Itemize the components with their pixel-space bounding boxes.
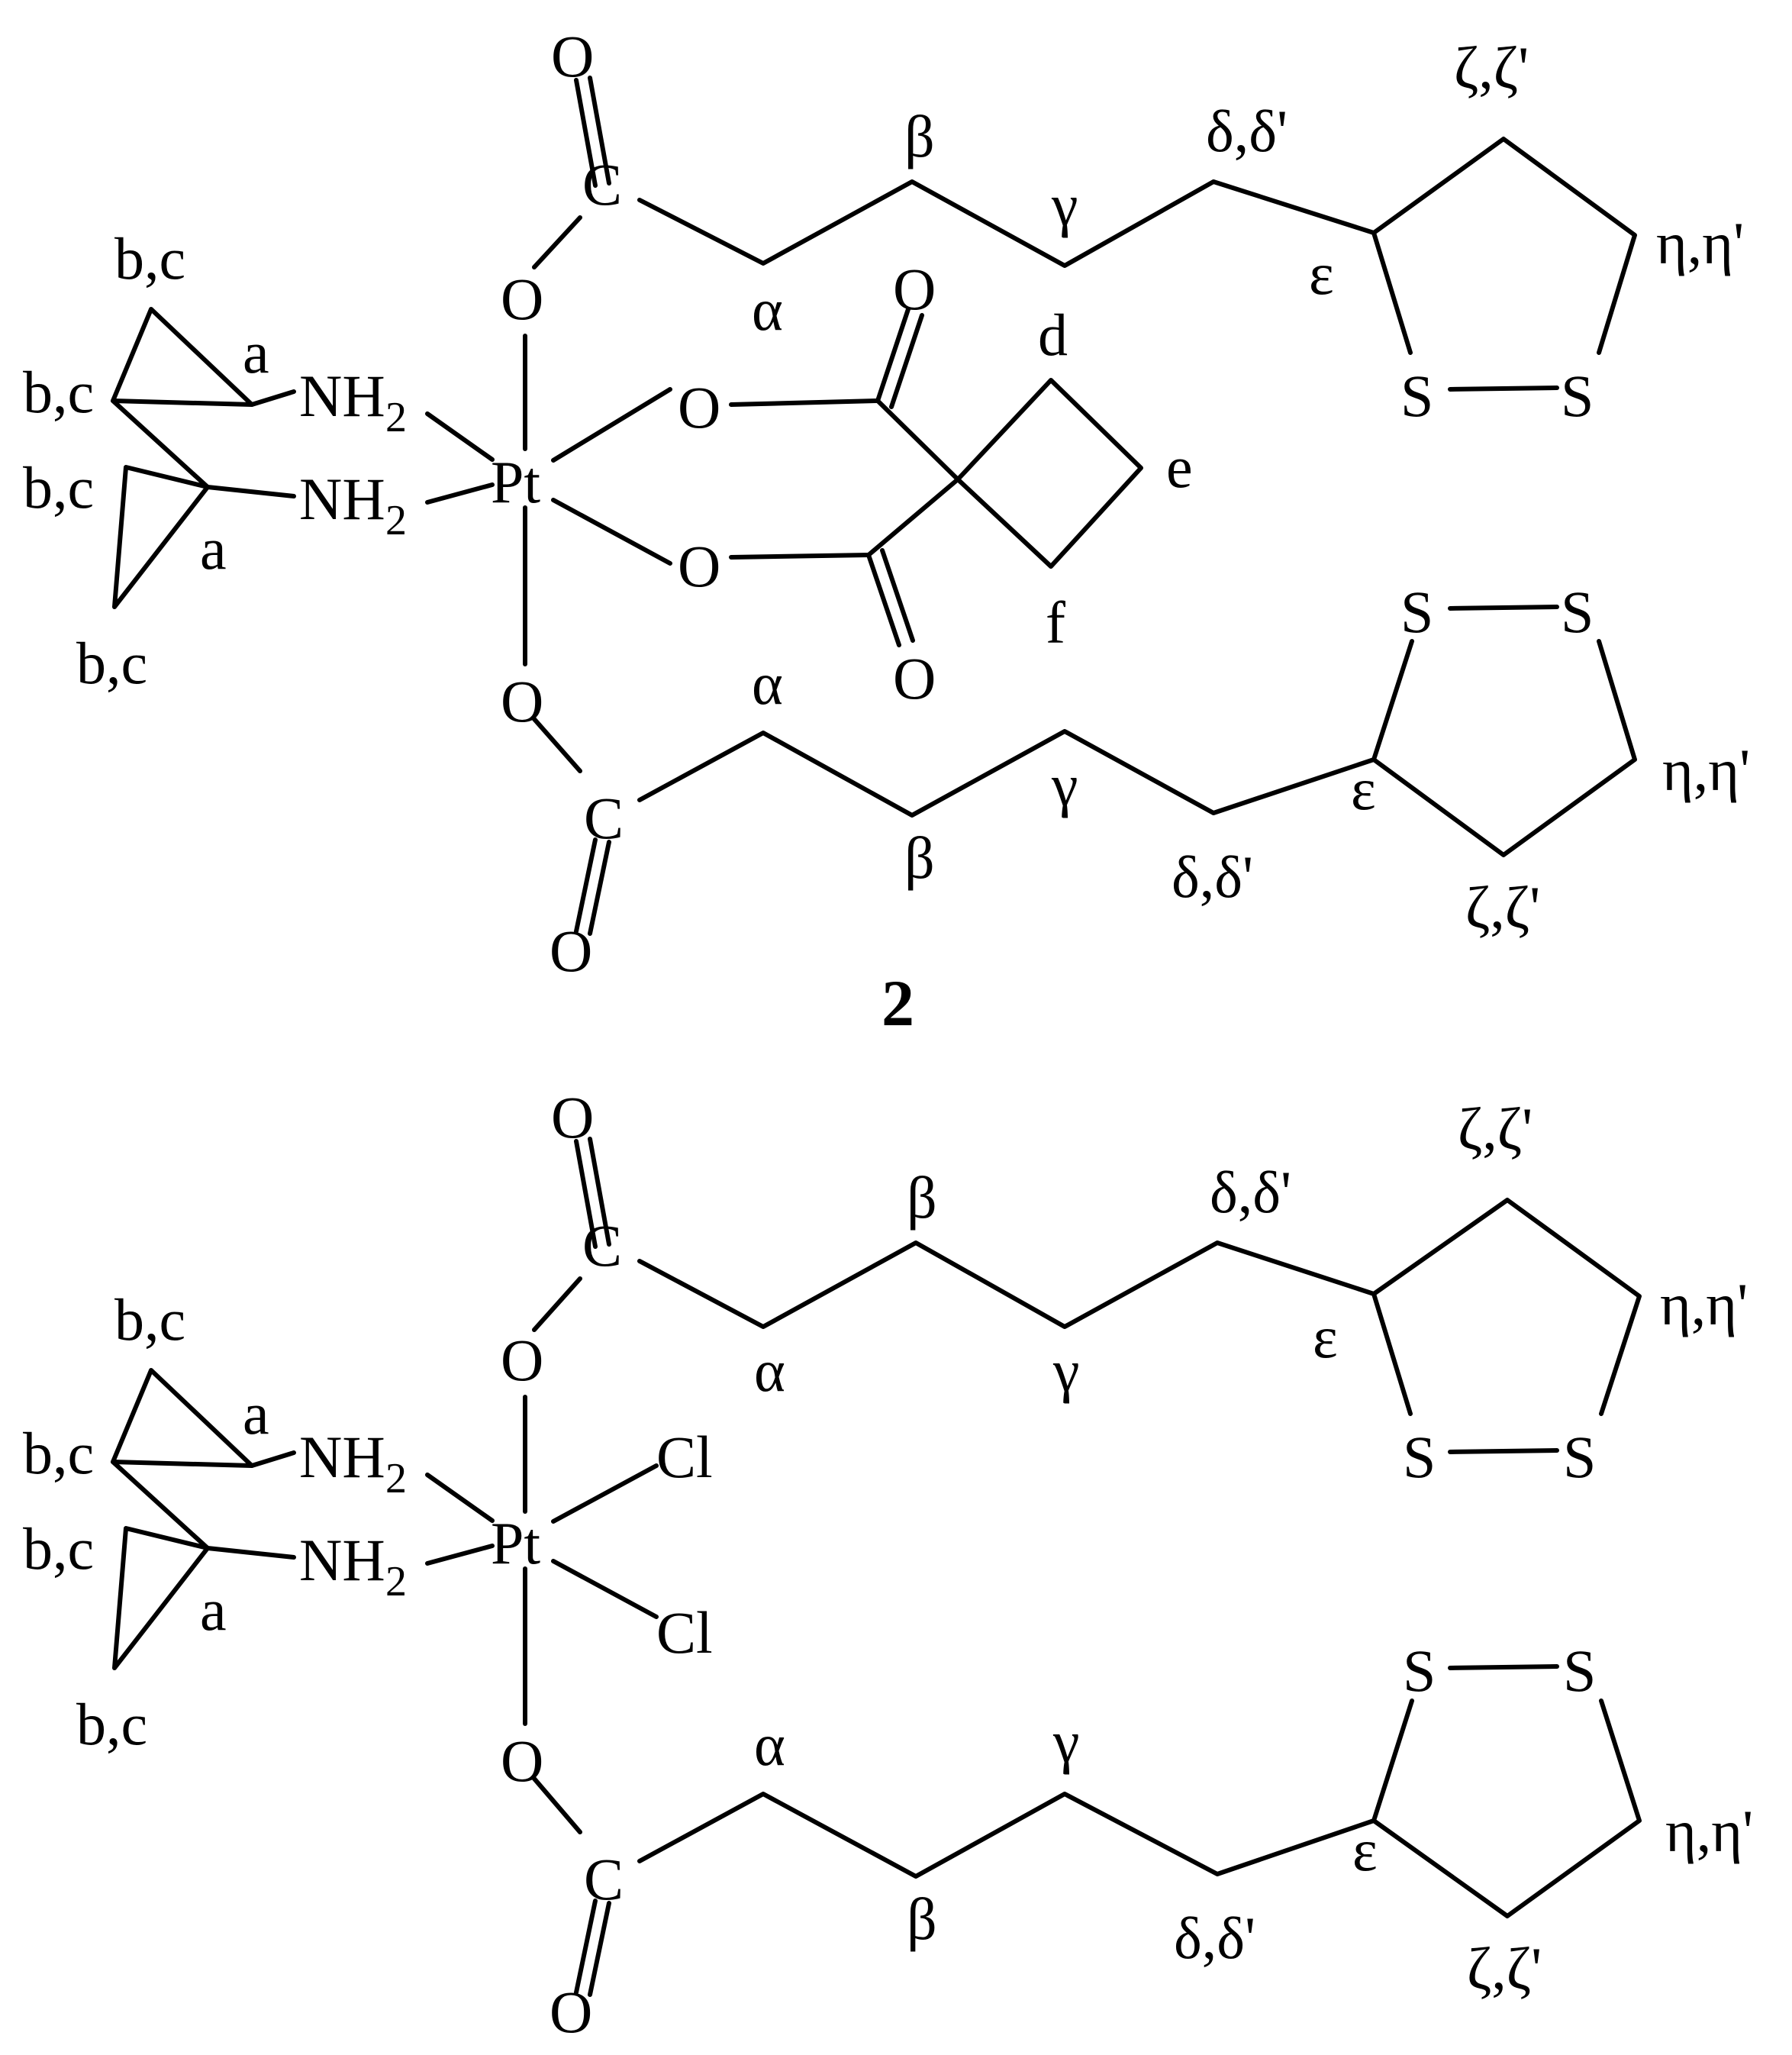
oxygen-label: O: [551, 23, 594, 89]
ring-label-e: e: [1166, 434, 1193, 500]
carbon-label: C: [582, 1212, 622, 1279]
chain-label-epsilon: ε: [1309, 240, 1334, 307]
oxygen-label: O: [550, 1979, 592, 2045]
chain-label-beta: β: [907, 1164, 937, 1231]
oxygen-label: O: [501, 668, 543, 734]
nh-subscript: 2: [385, 1558, 407, 1605]
nh2-lower-label: NH 2: [299, 466, 407, 544]
ring-label-bc: b,c: [23, 1515, 94, 1582]
ring-label-bc: b,c: [76, 1691, 147, 1757]
sulfur-label: S: [1563, 1637, 1596, 1704]
chain-label-eta: η,η': [1662, 737, 1750, 803]
oxygen-label: O: [501, 266, 543, 332]
ring-label-bc: b,c: [114, 1286, 185, 1353]
chain-label-eta: η,η': [1665, 1798, 1753, 1864]
nh-text: NH: [299, 466, 385, 532]
chain-label-gamma: γ: [1052, 1708, 1079, 1775]
chain-label-delta: δ,δ': [1210, 1159, 1291, 1225]
oxygen-label: O: [551, 1084, 594, 1150]
chloride-label: Cl: [656, 1599, 713, 1666]
chain-label-alpha: α: [754, 1337, 785, 1404]
chloride-label: Cl: [656, 1424, 713, 1490]
chain-label-delta: δ,δ': [1206, 98, 1288, 164]
chain-label-alpha: α: [752, 276, 783, 343]
nh2-upper-label: NH 2: [299, 1424, 407, 1502]
ring-label-bc: b,c: [23, 454, 94, 521]
ring-label-bc: b,c: [114, 225, 185, 292]
ring-label-a: a: [200, 515, 227, 582]
structure-compound-2: Pt NH 2 NH 2 b,c b,c b,c b,c a a O O O O…: [23, 23, 1750, 1040]
chain-label-zeta: ζ,ζ': [1467, 1935, 1542, 2002]
chain-label-gamma: γ: [1052, 1337, 1079, 1404]
carbon-label: C: [584, 1846, 624, 1912]
ring-label-bc: b,c: [23, 1420, 94, 1486]
pt-atom-label: Pt: [491, 1510, 540, 1576]
chain-label-delta: δ,δ': [1174, 1905, 1255, 1971]
bond-lines: [111, 76, 1637, 936]
chain-label-delta: δ,δ': [1172, 844, 1253, 910]
carbon-label: C: [584, 785, 624, 851]
ring-label-f: f: [1046, 589, 1065, 656]
nh-text: NH: [299, 363, 385, 429]
chain-label-beta: β: [904, 103, 935, 169]
nh-subscript: 2: [385, 394, 407, 441]
bond-lines: [111, 1137, 1642, 1997]
chain-label-beta: β: [904, 824, 935, 891]
nh2-upper-label: NH 2: [299, 363, 407, 441]
carbon-label: C: [582, 151, 622, 218]
nh-subscript: 2: [385, 1455, 407, 1502]
sulfur-label: S: [1403, 1637, 1436, 1704]
ring-label-a: a: [200, 1576, 227, 1643]
nh-text: NH: [299, 1527, 385, 1593]
oxygen-label: O: [501, 1327, 543, 1393]
chain-label-gamma: γ: [1051, 172, 1078, 238]
sulfur-label: S: [1400, 579, 1433, 645]
structure-dichlorido: Pt NH 2 NH 2 b,c b,c b,c b,c a a Cl Cl O…: [23, 1084, 1753, 2045]
chain-label-gamma: γ: [1051, 752, 1078, 818]
oxygen-label: O: [678, 374, 720, 440]
chain-label-eta: η,η': [1660, 1271, 1748, 1337]
chain-label-epsilon: ε: [1351, 756, 1376, 822]
chain-label-alpha: α: [752, 650, 783, 717]
nh-subscript: 2: [385, 497, 407, 544]
sulfur-label: S: [1563, 1424, 1596, 1490]
chain-label-alpha: α: [754, 1711, 785, 1778]
pt-atom-label: Pt: [491, 449, 540, 515]
chain-label-epsilon: ε: [1352, 1817, 1378, 1883]
compound-number-label: 2: [881, 966, 914, 1040]
ring-label-bc: b,c: [23, 359, 94, 425]
ring-label-a: a: [243, 319, 269, 386]
sulfur-label: S: [1561, 363, 1594, 429]
ring-label-bc: b,c: [76, 630, 147, 696]
sulfur-label: S: [1400, 363, 1433, 429]
ring-label-d: d: [1038, 302, 1068, 368]
chain-label-zeta: ζ,ζ': [1465, 874, 1540, 940]
ring-label-a: a: [243, 1380, 269, 1447]
nh-text: NH: [299, 1424, 385, 1490]
chain-label-beta: β: [907, 1886, 937, 1952]
chain-label-zeta: ζ,ζ': [1454, 34, 1529, 101]
oxygen-label: O: [893, 256, 936, 322]
sulfur-label: S: [1403, 1424, 1436, 1490]
oxygen-label: O: [550, 918, 592, 984]
oxygen-label: O: [501, 1728, 543, 1794]
oxygen-label: O: [893, 645, 936, 711]
nh2-lower-label: NH 2: [299, 1527, 407, 1605]
oxygen-label: O: [678, 533, 720, 599]
sulfur-label: S: [1561, 579, 1594, 645]
chain-label-zeta: ζ,ζ': [1458, 1095, 1533, 1162]
chain-label-epsilon: ε: [1313, 1304, 1338, 1370]
chain-label-eta: η,η': [1656, 210, 1744, 276]
